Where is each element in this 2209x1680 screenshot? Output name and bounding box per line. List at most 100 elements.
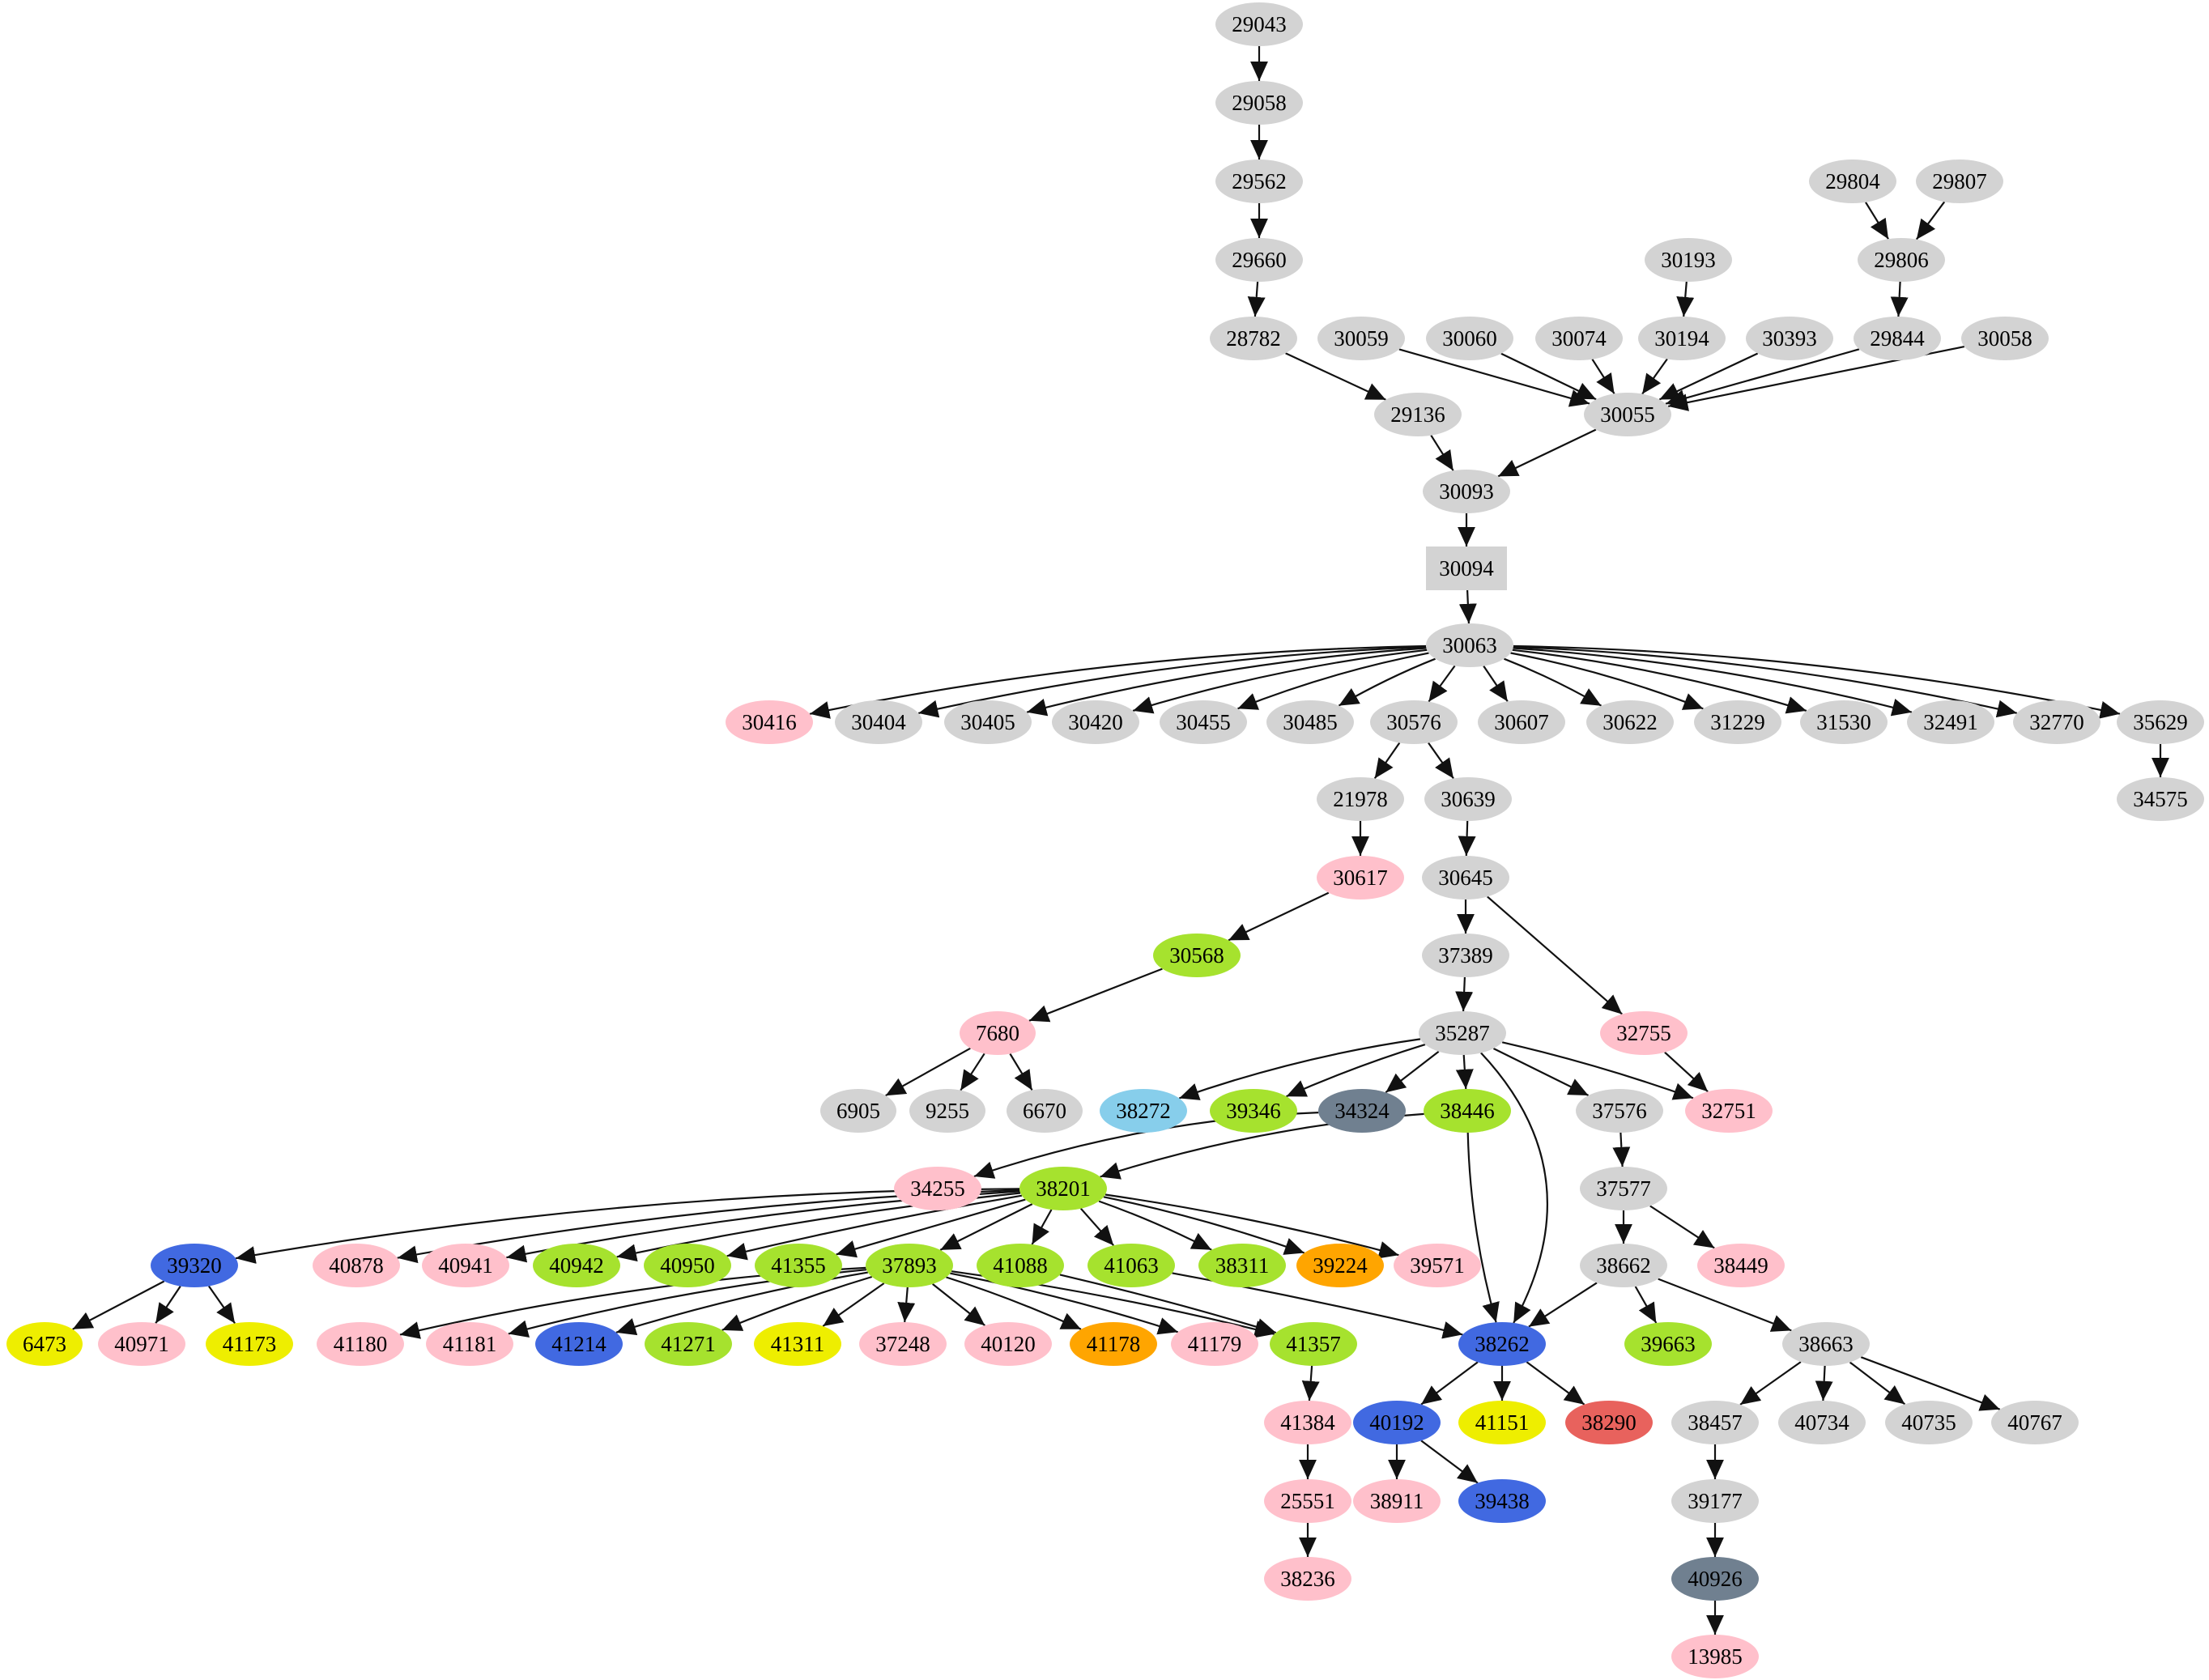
node-34324[interactable]: 34324: [1318, 1089, 1406, 1133]
node-6670[interactable]: 6670: [1007, 1089, 1083, 1133]
node-21978[interactable]: 21978: [1317, 777, 1404, 821]
node-32755[interactable]: 32755: [1600, 1011, 1688, 1055]
node-29844[interactable]: 29844: [1854, 317, 1941, 360]
node-40120[interactable]: 40120: [964, 1322, 1052, 1366]
node-30059[interactable]: 30059: [1317, 317, 1405, 360]
node-41179[interactable]: 41179: [1171, 1322, 1258, 1366]
node-30404[interactable]: 30404: [835, 700, 922, 744]
node-29804[interactable]: 29804: [1809, 159, 1896, 203]
node-30094[interactable]: 30094: [1426, 547, 1507, 590]
node-29562[interactable]: 29562: [1215, 159, 1303, 203]
node-30617[interactable]: 30617: [1317, 856, 1404, 900]
node-40971[interactable]: 40971: [98, 1322, 185, 1366]
node-28782[interactable]: 28782: [1210, 317, 1297, 360]
node-39346[interactable]: 39346: [1210, 1089, 1297, 1133]
node-38262[interactable]: 38262: [1458, 1322, 1546, 1366]
node-29136[interactable]: 29136: [1374, 393, 1462, 436]
node-30194[interactable]: 30194: [1638, 317, 1726, 360]
node-30420[interactable]: 30420: [1052, 700, 1139, 744]
node-6473[interactable]: 6473: [6, 1322, 83, 1366]
node-41173[interactable]: 41173: [206, 1322, 293, 1366]
node-41181[interactable]: 41181: [426, 1322, 513, 1366]
node-34255[interactable]: 34255: [894, 1167, 981, 1210]
node-41271[interactable]: 41271: [645, 1322, 732, 1366]
node-30485[interactable]: 30485: [1266, 700, 1354, 744]
node-38911[interactable]: 38911: [1353, 1479, 1441, 1523]
node-30055[interactable]: 30055: [1584, 393, 1671, 436]
node-38272[interactable]: 38272: [1100, 1089, 1187, 1133]
node-38311[interactable]: 38311: [1198, 1244, 1286, 1287]
node-29806[interactable]: 29806: [1858, 238, 1945, 282]
node-39438[interactable]: 39438: [1458, 1479, 1546, 1523]
node-29058[interactable]: 29058: [1215, 81, 1303, 125]
node-31530[interactable]: 31530: [1800, 700, 1888, 744]
node-41355[interactable]: 41355: [755, 1244, 842, 1287]
node-30576[interactable]: 30576: [1370, 700, 1458, 744]
node-38446[interactable]: 38446: [1424, 1089, 1511, 1133]
node-39571[interactable]: 39571: [1394, 1244, 1481, 1287]
node-30074[interactable]: 30074: [1535, 317, 1623, 360]
node-37576[interactable]: 37576: [1576, 1089, 1663, 1133]
node-29660[interactable]: 29660: [1215, 238, 1303, 282]
node-39320[interactable]: 39320: [151, 1244, 238, 1287]
node-30063[interactable]: 30063: [1426, 623, 1513, 667]
node-30093[interactable]: 30093: [1423, 470, 1510, 513]
node-40950[interactable]: 40950: [644, 1244, 731, 1287]
node-25551[interactable]: 25551: [1264, 1479, 1351, 1523]
node-38662[interactable]: 38662: [1580, 1244, 1667, 1287]
node-37893[interactable]: 37893: [866, 1244, 953, 1287]
node-40734[interactable]: 40734: [1778, 1401, 1866, 1444]
node-29043[interactable]: 29043: [1215, 2, 1303, 46]
node-40192[interactable]: 40192: [1353, 1401, 1441, 1444]
node-39224[interactable]: 39224: [1296, 1244, 1384, 1287]
node-34575[interactable]: 34575: [2117, 777, 2204, 821]
node-30393[interactable]: 30393: [1746, 317, 1833, 360]
node-40926[interactable]: 40926: [1671, 1557, 1759, 1601]
node-32751[interactable]: 32751: [1685, 1089, 1773, 1133]
node-35629[interactable]: 35629: [2117, 700, 2204, 744]
node-40767[interactable]: 40767: [1991, 1401, 2079, 1444]
node-38290[interactable]: 38290: [1565, 1401, 1653, 1444]
node-41311[interactable]: 41311: [754, 1322, 841, 1366]
node-30060[interactable]: 30060: [1426, 317, 1513, 360]
node-38663[interactable]: 38663: [1782, 1322, 1870, 1366]
node-32770[interactable]: 32770: [2013, 700, 2100, 744]
node-30607[interactable]: 30607: [1478, 700, 1565, 744]
node-30058[interactable]: 30058: [1961, 317, 2049, 360]
node-7680[interactable]: 7680: [960, 1011, 1036, 1055]
node-37577[interactable]: 37577: [1580, 1167, 1667, 1210]
node-40941[interactable]: 40941: [422, 1244, 509, 1287]
node-31229[interactable]: 31229: [1694, 700, 1781, 744]
node-41180[interactable]: 41180: [317, 1322, 404, 1366]
node-30622[interactable]: 30622: [1586, 700, 1674, 744]
node-30639[interactable]: 30639: [1424, 777, 1512, 821]
node-41357[interactable]: 41357: [1270, 1322, 1357, 1366]
node-41151[interactable]: 41151: [1458, 1401, 1546, 1444]
node-6905[interactable]: 6905: [820, 1089, 896, 1133]
node-13985[interactable]: 13985: [1671, 1635, 1759, 1678]
node-41088[interactable]: 41088: [977, 1244, 1064, 1287]
node-30405[interactable]: 30405: [944, 700, 1032, 744]
node-39177[interactable]: 39177: [1671, 1479, 1759, 1523]
node-37248[interactable]: 37248: [859, 1322, 947, 1366]
node-9255[interactable]: 9255: [909, 1089, 985, 1133]
node-38449[interactable]: 38449: [1697, 1244, 1785, 1287]
node-30455[interactable]: 30455: [1160, 700, 1247, 744]
node-38236[interactable]: 38236: [1264, 1557, 1351, 1601]
node-37389[interactable]: 37389: [1422, 934, 1509, 977]
node-41384[interactable]: 41384: [1264, 1401, 1351, 1444]
node-30568[interactable]: 30568: [1153, 934, 1241, 977]
node-30645[interactable]: 30645: [1422, 856, 1509, 900]
node-39663[interactable]: 39663: [1624, 1322, 1712, 1366]
node-30193[interactable]: 30193: [1645, 238, 1732, 282]
node-41063[interactable]: 41063: [1087, 1244, 1175, 1287]
node-40735[interactable]: 40735: [1885, 1401, 1973, 1444]
node-30416[interactable]: 30416: [726, 700, 813, 744]
node-41178[interactable]: 41178: [1070, 1322, 1157, 1366]
node-38457[interactable]: 38457: [1671, 1401, 1759, 1444]
node-35287[interactable]: 35287: [1419, 1011, 1506, 1055]
node-32491[interactable]: 32491: [1907, 700, 1994, 744]
node-38201[interactable]: 38201: [1019, 1167, 1107, 1210]
node-41214[interactable]: 41214: [535, 1322, 623, 1366]
node-40942[interactable]: 40942: [533, 1244, 620, 1287]
